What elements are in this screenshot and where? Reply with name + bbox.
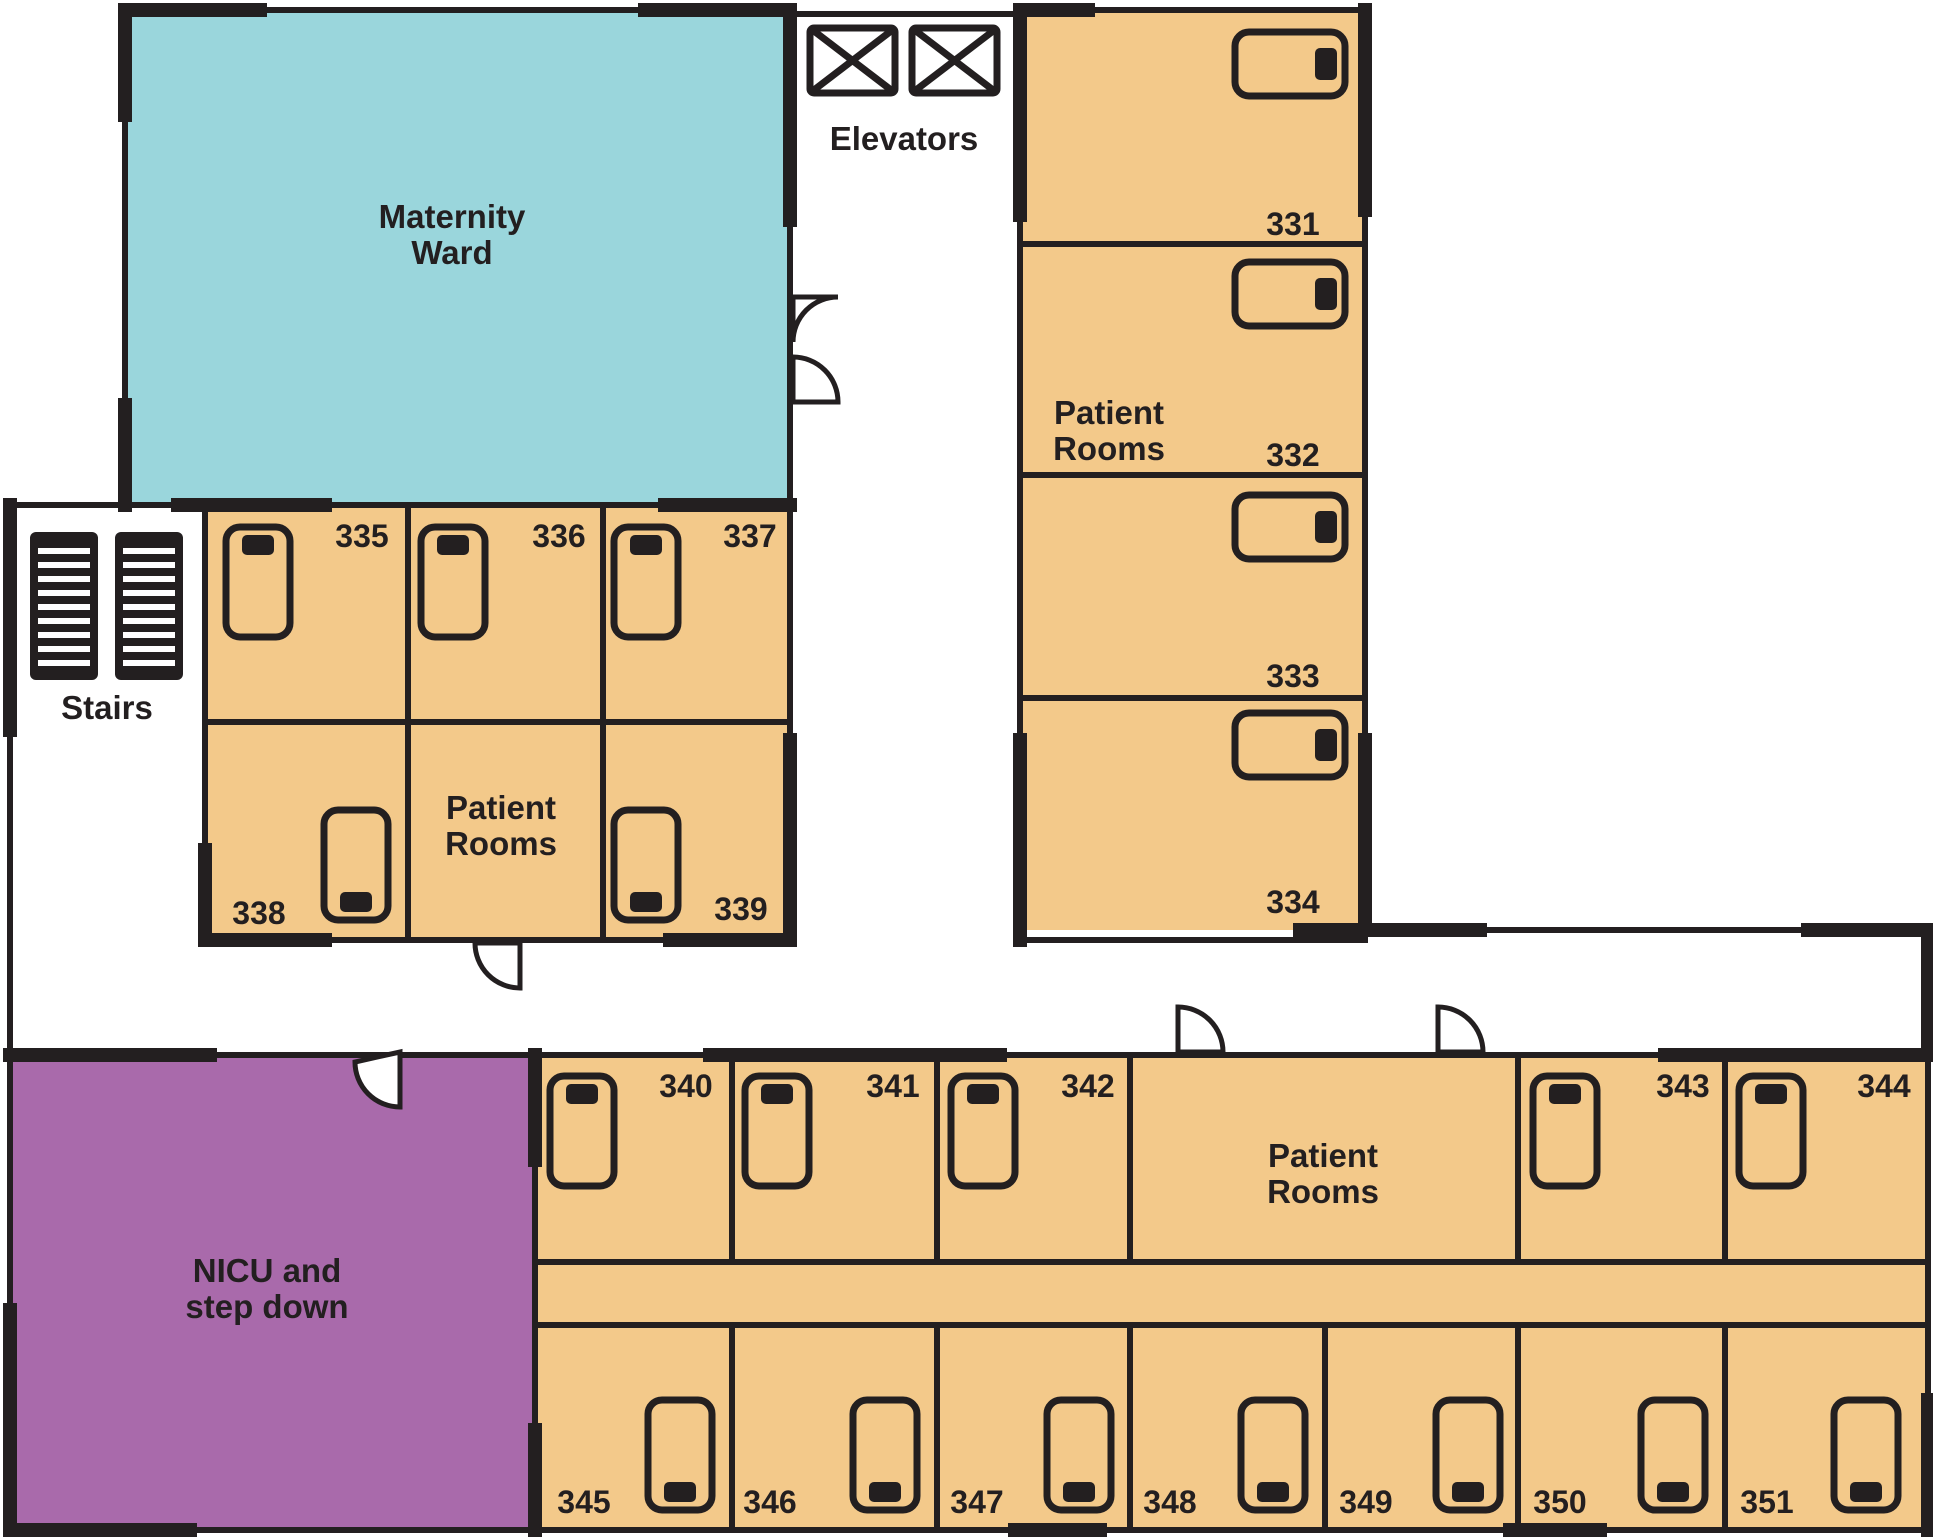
bed-icon xyxy=(417,523,489,641)
patient-rooms-label-left: Patient xyxy=(446,789,556,826)
room-number: 340 xyxy=(659,1068,712,1104)
room-number: 344 xyxy=(1857,1068,1911,1104)
elevators-label: Elevators xyxy=(830,120,979,157)
room-number: 348 xyxy=(1143,1484,1196,1520)
nicu-area[interactable] xyxy=(10,1055,535,1530)
bed-icon xyxy=(1432,1396,1504,1514)
door-maternity-upper[interactable] xyxy=(790,294,839,343)
elevators xyxy=(806,24,1001,97)
maternity-ward-area[interactable] xyxy=(125,10,790,505)
room-number: 343 xyxy=(1656,1068,1709,1104)
bed-icon xyxy=(1529,1072,1601,1190)
room-number: 341 xyxy=(866,1068,919,1104)
bed-icon xyxy=(741,1072,813,1190)
patient-rooms-label-right: Patient xyxy=(1054,394,1164,431)
stairs-icon xyxy=(30,532,183,680)
room-number: 337 xyxy=(723,518,776,554)
room-number: 345 xyxy=(557,1484,610,1520)
door-maternity-lower[interactable] xyxy=(790,354,841,405)
patient-rooms-label-left-2: Rooms xyxy=(445,825,557,862)
bed-icon xyxy=(947,1072,1019,1190)
room-number: 334 xyxy=(1266,884,1320,920)
bed-icon xyxy=(1830,1396,1902,1514)
room-number: 351 xyxy=(1740,1484,1793,1520)
room-number: 336 xyxy=(532,518,585,554)
bed-icon xyxy=(610,806,682,924)
bed-icon xyxy=(222,523,294,641)
patient-rooms-label-bottom: Patient xyxy=(1268,1137,1378,1174)
bed-icon xyxy=(1231,491,1349,563)
bed-icon xyxy=(1231,258,1349,330)
patient-rooms-label-right-2: Rooms xyxy=(1053,430,1165,467)
bed-icon xyxy=(1237,1396,1309,1514)
door-bottom-corridor-2[interactable] xyxy=(1435,1004,1486,1055)
maternity-ward-label: Maternity xyxy=(379,198,526,235)
door-bottom-corridor-1[interactable] xyxy=(1175,1004,1226,1055)
door-left-block[interactable] xyxy=(472,940,523,991)
stairs-label: Stairs xyxy=(61,689,153,726)
door-nicu[interactable] xyxy=(352,1048,403,1110)
room-number: 349 xyxy=(1339,1484,1392,1520)
nicu-label-2: step down xyxy=(185,1288,348,1325)
bed-icon xyxy=(546,1072,618,1190)
bed-icon xyxy=(320,806,392,924)
bed-icon xyxy=(610,523,682,641)
bed-icon xyxy=(1231,28,1349,100)
room-number: 346 xyxy=(743,1484,796,1520)
nicu-label: NICU and xyxy=(193,1252,342,1289)
bed-icon xyxy=(644,1396,716,1514)
bed-icon xyxy=(1735,1072,1807,1190)
bed-icon xyxy=(1231,709,1349,781)
patient-rooms-block-bottom[interactable] xyxy=(535,1055,1928,1530)
bed-icon xyxy=(1043,1396,1115,1514)
bed-icon xyxy=(1637,1396,1709,1514)
room-number: 335 xyxy=(335,518,388,554)
bed-icon xyxy=(849,1396,921,1514)
room-number: 333 xyxy=(1266,658,1319,694)
room-number: 350 xyxy=(1533,1484,1586,1520)
room-number: 331 xyxy=(1266,206,1319,242)
maternity-ward-label-2: Ward xyxy=(411,234,492,271)
room-number: 342 xyxy=(1061,1068,1114,1104)
room-number: 347 xyxy=(950,1484,1003,1520)
room-number: 332 xyxy=(1266,437,1319,473)
bed-pillows xyxy=(242,48,1882,1502)
room-number: 338 xyxy=(232,895,285,931)
patient-rooms-label-bottom-2: Rooms xyxy=(1267,1173,1379,1210)
room-number: 339 xyxy=(714,891,767,927)
thick-walls xyxy=(3,3,1933,1537)
